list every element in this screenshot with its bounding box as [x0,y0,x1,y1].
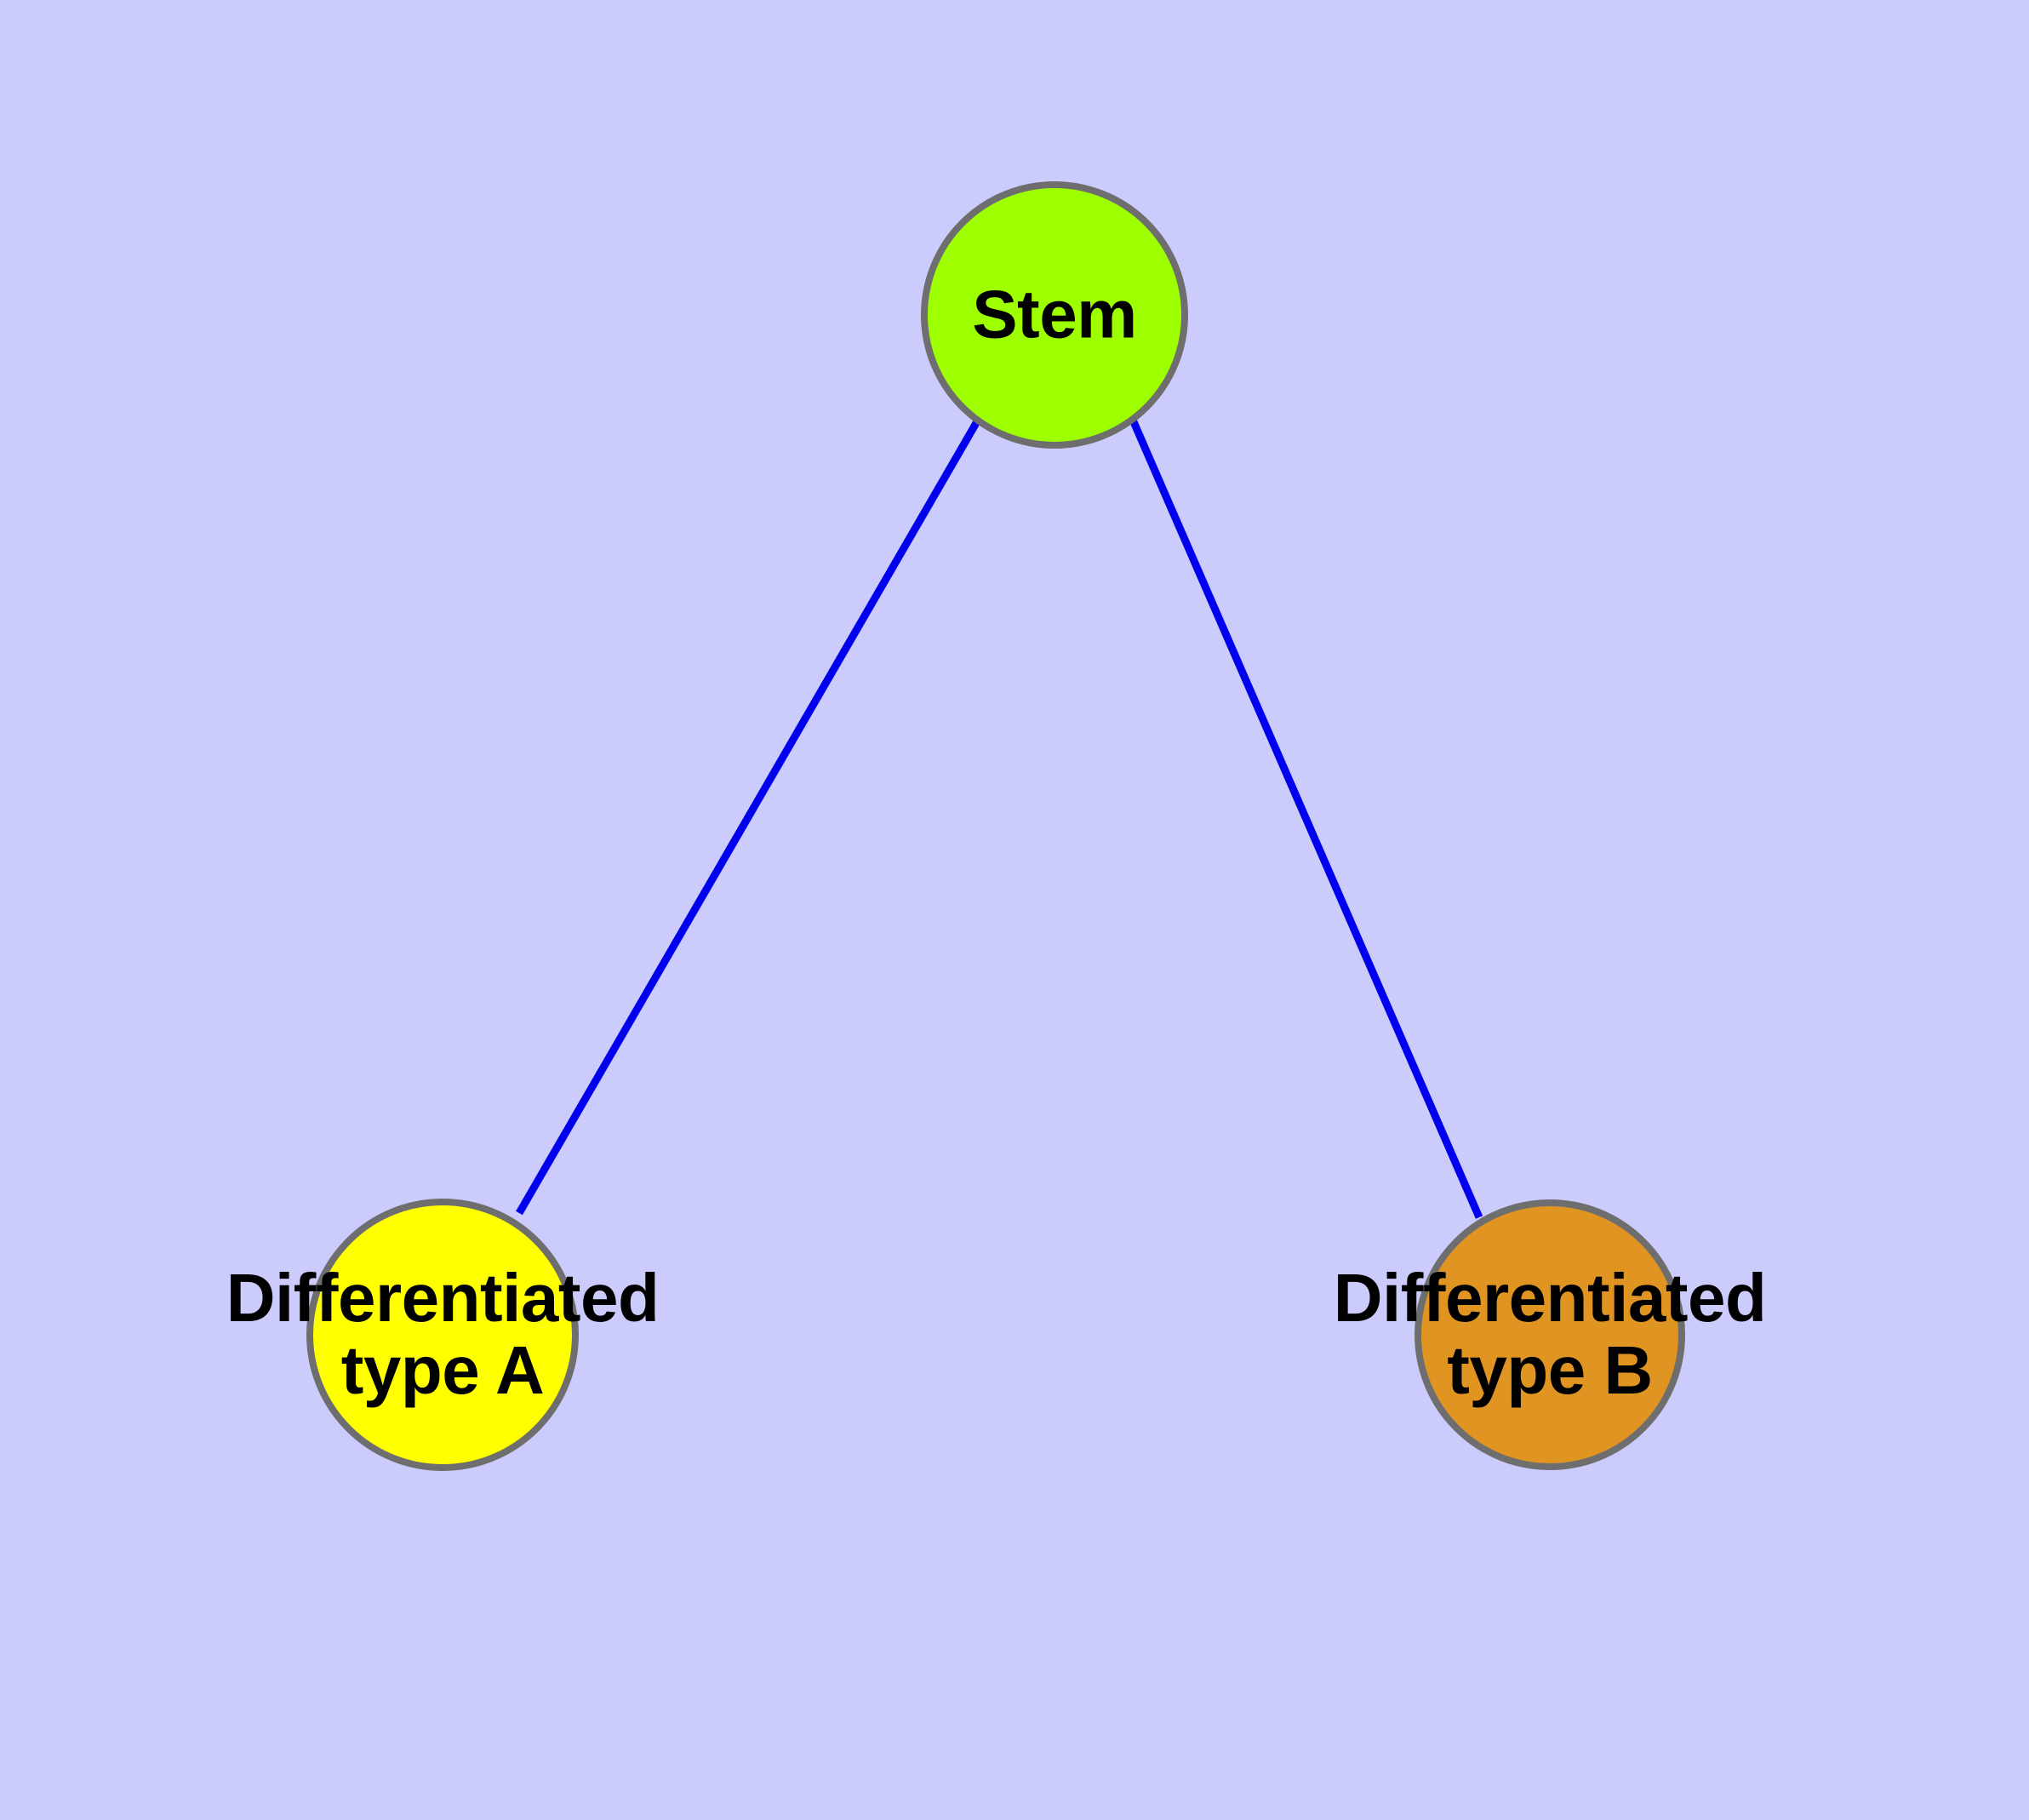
node-stem[interactable]: Stem [921,181,1188,449]
node-differentiated-type-a[interactable]: Differentiated type A [226,1199,660,1471]
node-differentiated-type-b[interactable]: Differentiated type B [1334,1199,1767,1470]
edge-stem-to-diff-b [1128,416,1483,1219]
node-stem-label: Stem [972,276,1137,352]
edge-stem-to-diff-a [516,415,983,1216]
